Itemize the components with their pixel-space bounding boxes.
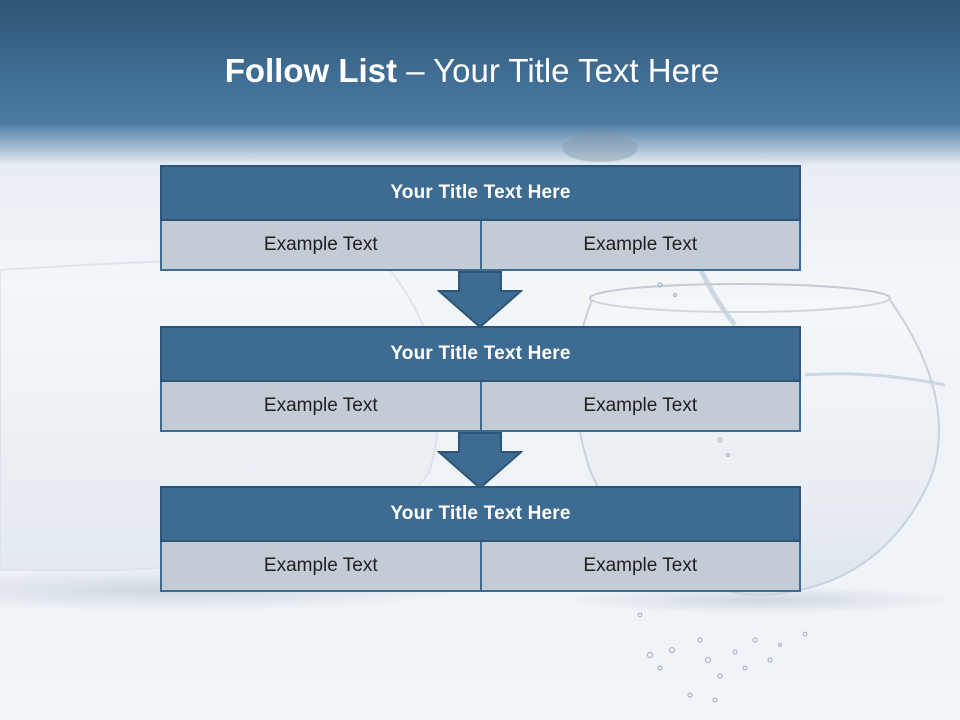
block-header-2[interactable]: Your Title Text Here [160,326,801,382]
down-arrow-icon-1 [437,271,523,329]
list-block-1: Your Title Text Here Example Text Exampl… [160,165,801,271]
block-header-3[interactable]: Your Title Text Here [160,486,801,542]
block-row-2: Example Text Example Text [160,382,801,432]
block-1-left-cell[interactable]: Example Text [160,221,482,271]
down-arrow-icon-2 [437,432,523,490]
slide-title-separator: – [406,52,425,89]
block-1-right-cell[interactable]: Example Text [481,221,801,271]
slide-title-strong: Follow List [224,52,398,89]
block-header-1[interactable]: Your Title Text Here [160,165,801,221]
block-2-left-cell[interactable]: Example Text [160,382,482,432]
list-block-2: Your Title Text Here Example Text Exampl… [160,326,801,432]
block-3-left-cell[interactable]: Example Text [160,542,482,592]
block-3-right-cell[interactable]: Example Text [481,542,801,592]
slide-title: Follow List – Your Title Text Here [0,52,944,90]
list-block-3: Your Title Text Here Example Text Exampl… [160,486,801,592]
block-2-right-cell[interactable]: Example Text [481,382,801,432]
block-row-3: Example Text Example Text [160,542,801,592]
slide-title-rest: Your Title Text Here [433,52,720,89]
block-row-1: Example Text Example Text [160,221,801,271]
